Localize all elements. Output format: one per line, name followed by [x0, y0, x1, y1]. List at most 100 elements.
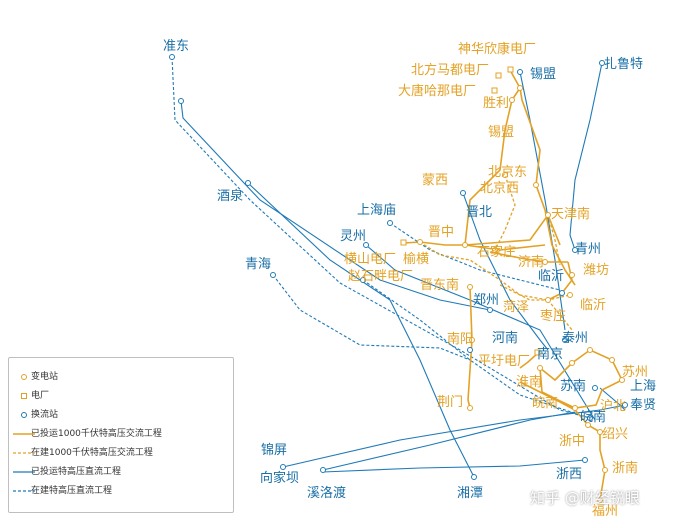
label-zhenan: 浙南 [612, 460, 638, 476]
label-jingmen: 荆门 [437, 394, 463, 410]
label-beifang: 北方马都电厂 [411, 62, 489, 78]
station-zhaoshi-dc [360, 277, 366, 283]
label-lingzhou: 灵州 [340, 229, 366, 244]
dc-line-jinbei [462, 192, 549, 351]
label-yuheng: 榆横 [403, 252, 429, 267]
label-zhexi: 浙西 [556, 467, 582, 482]
station-beijingdong [533, 182, 539, 188]
label-suzhou2: 苏南 [560, 378, 586, 394]
label-pingyu: 平圩电厂 [478, 354, 530, 369]
dc-line-xiluodu [322, 459, 586, 473]
ac-dash-beijing [494, 174, 516, 251]
station-ximeng [517, 85, 523, 91]
label-zhezhong: 浙中 [559, 434, 585, 449]
dc-line-jiuquan [247, 182, 475, 478]
label-tianjinnan: 天津南 [551, 206, 590, 222]
dc-line-zhalute [569, 62, 603, 251]
label-fuzhou: 福州 [592, 504, 618, 519]
station-suzhou-ac [609, 357, 615, 363]
plant-symbol-icon [21, 393, 27, 399]
ac-jinan-linyi [547, 261, 573, 301]
label-weifang: 潍坊 [583, 263, 609, 278]
label-taizhou: 泰州 [562, 331, 588, 346]
ac-jindongnan [467, 286, 473, 409]
label-mengxi: 蒙西 [422, 173, 448, 188]
label-nanyang: 南阳 [447, 331, 473, 347]
station-zhalute [599, 60, 605, 66]
station-fengxian [622, 402, 628, 408]
station-jindongnan [467, 284, 473, 290]
station-nanjing [569, 360, 575, 366]
ac-yuheng [403, 241, 465, 246]
station-tianjinnan [545, 212, 551, 218]
label-linyi: 临沂 [538, 269, 564, 284]
label-suzhou: 苏州 [622, 364, 648, 380]
label-huainan: 淮南 [516, 374, 542, 390]
station-shijiazhuang [492, 247, 498, 253]
label-zhalute: 扎鲁特 [604, 57, 643, 72]
station-wannan2 [587, 415, 593, 421]
substation-symbol-icon [21, 374, 27, 380]
dc-built-line-icon [13, 471, 35, 473]
station-henan [467, 347, 473, 353]
station-fuzhou [597, 497, 603, 503]
label-datang: 大唐哈那电厂 [398, 83, 476, 99]
label-xiangtan: 湘潭 [457, 486, 483, 501]
legend-item-substation: 变电站 [9, 368, 235, 386]
ac-huainan-wannan [519, 381, 576, 411]
legend-label: 电厂 [31, 391, 50, 401]
plant-datang [491, 87, 498, 94]
station-yuheng [417, 239, 423, 245]
label-zhundong: 准东 [163, 39, 189, 54]
label-zhaoshi: 赵石畔电厂 [348, 269, 413, 284]
station-zhexi [582, 457, 588, 463]
station-ximeng-dc [517, 69, 523, 75]
ac-building-line-icon [13, 452, 35, 454]
dc-line-zhaoshi [362, 279, 581, 416]
legend-item-dc-built: 已投运特高压直流工程 [9, 463, 235, 481]
station-zaozhuang [567, 292, 573, 298]
label-xiluodu: 溪洛渡 [307, 485, 346, 501]
legend-item-dc-building: 在建特高压直流工程 [9, 482, 235, 500]
label-wannan2: 皖南 [580, 409, 606, 425]
converter-symbol-icon [21, 412, 27, 418]
label-shanghaimiao: 上海庙 [357, 203, 396, 218]
station-weifang [569, 272, 575, 278]
dc-line-jinping [322, 411, 576, 471]
plant-pingyu [534, 349, 541, 356]
station-suzhou [592, 385, 598, 391]
label-wannan: 皖南 [532, 395, 558, 411]
label-xiangjiaba: 向家坝 [260, 470, 299, 486]
label-jinbei: 晋北 [466, 205, 492, 220]
ac-shijiazhuang-jinan [489, 251, 568, 263]
station-zhengzhou [487, 307, 493, 313]
label-zaozhuang: 枣庄 [540, 308, 566, 324]
dc-line-zhundong [171, 56, 591, 419]
map-labels: 准东 酒泉 青海 灵州 上海庙 神华欣康电厂 北方马都电厂 大唐哈那电厂 锡盟 … [163, 39, 656, 519]
station-markers [169, 54, 628, 503]
label-jinping: 锦屏 [261, 443, 287, 458]
ac-dashed-lines [419, 174, 573, 331]
label-zhengzhou: 郑州 [473, 293, 499, 308]
station-xiangtan [471, 474, 477, 480]
label-nanjing: 南京 [537, 346, 563, 362]
dc-line-shanghaimiao [389, 222, 561, 291]
station-lingzhou [363, 242, 369, 248]
label-hubei: 沪北 [600, 398, 626, 414]
station-hamin [178, 98, 184, 104]
station-shengli [509, 97, 515, 103]
station-linyi [559, 290, 565, 296]
dc-line-ximeng [519, 71, 566, 331]
dc-line-hamin [180, 100, 491, 311]
station-shaoxing [597, 429, 603, 435]
station-wannan [572, 405, 578, 411]
ac-dash-jinzhong [419, 241, 549, 301]
legend-label: 在建1000千伏特高压交流工程 [31, 448, 153, 458]
station-jingmen [467, 405, 473, 411]
legend-label: 换流站 [31, 410, 59, 420]
station-hubei [619, 377, 625, 383]
watermark: 知乎 @财经锐眼 [530, 489, 640, 507]
station-nanyang [469, 337, 475, 343]
ac-pingyu [519, 352, 539, 369]
